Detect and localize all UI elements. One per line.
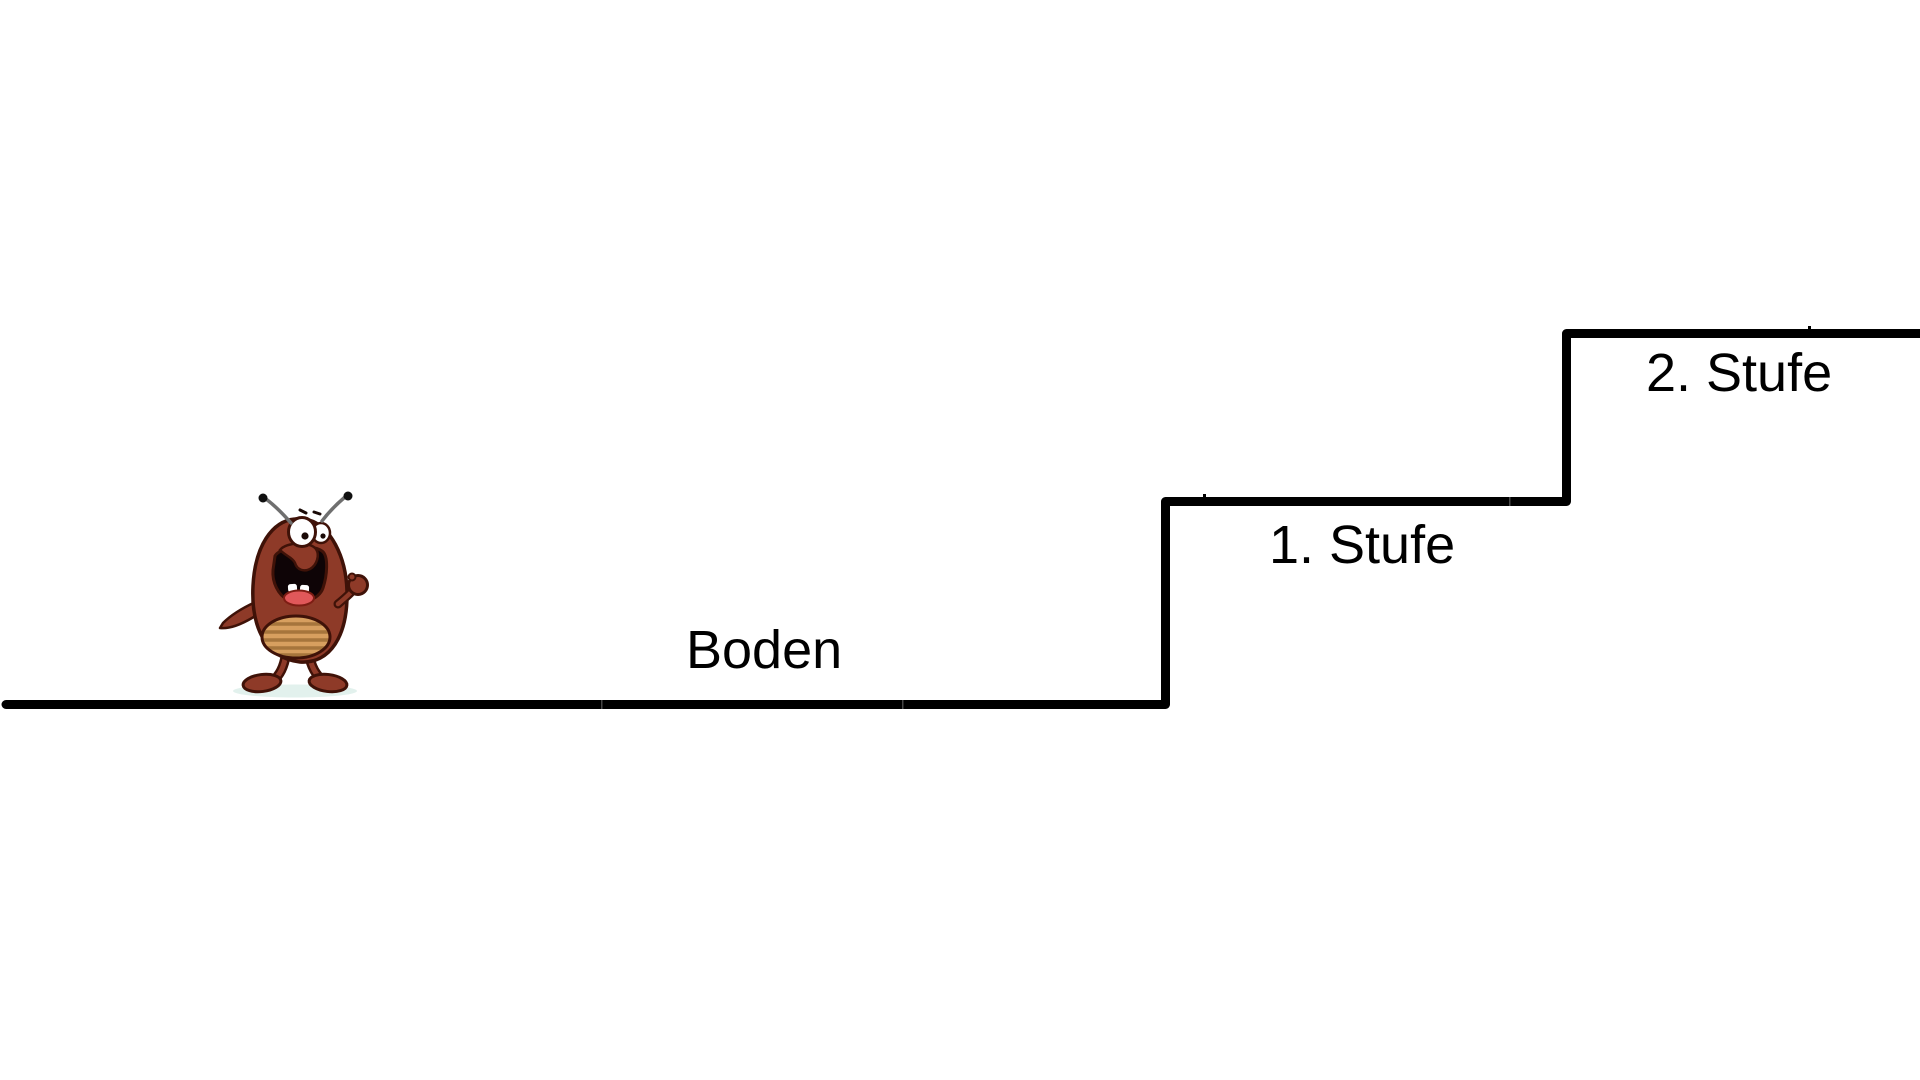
floor-label: Boden xyxy=(686,620,843,680)
flea-character xyxy=(218,491,369,698)
line-seam xyxy=(601,700,603,709)
line-joint-tick xyxy=(1203,494,1206,499)
flea-belly xyxy=(260,614,332,660)
stairs-line xyxy=(1,329,1920,709)
step2-label: 2. Stufe xyxy=(1646,343,1833,403)
step1-label: 1. Stufe xyxy=(1269,515,1456,575)
flea-eyes xyxy=(287,516,332,548)
flea-arm-left xyxy=(218,598,264,630)
flea-eyebrows xyxy=(298,508,322,516)
flea-foot-left xyxy=(241,672,283,694)
flea-mouth xyxy=(271,542,329,607)
flea-foot-right xyxy=(307,672,349,694)
flea-antennae xyxy=(258,491,353,525)
flea-tongue xyxy=(283,589,315,607)
flea-eye-left xyxy=(287,516,317,548)
flea-arm-right xyxy=(333,572,369,609)
line-joint-tick xyxy=(1808,326,1811,331)
line-seam xyxy=(902,700,904,709)
line-seam xyxy=(1509,497,1511,506)
